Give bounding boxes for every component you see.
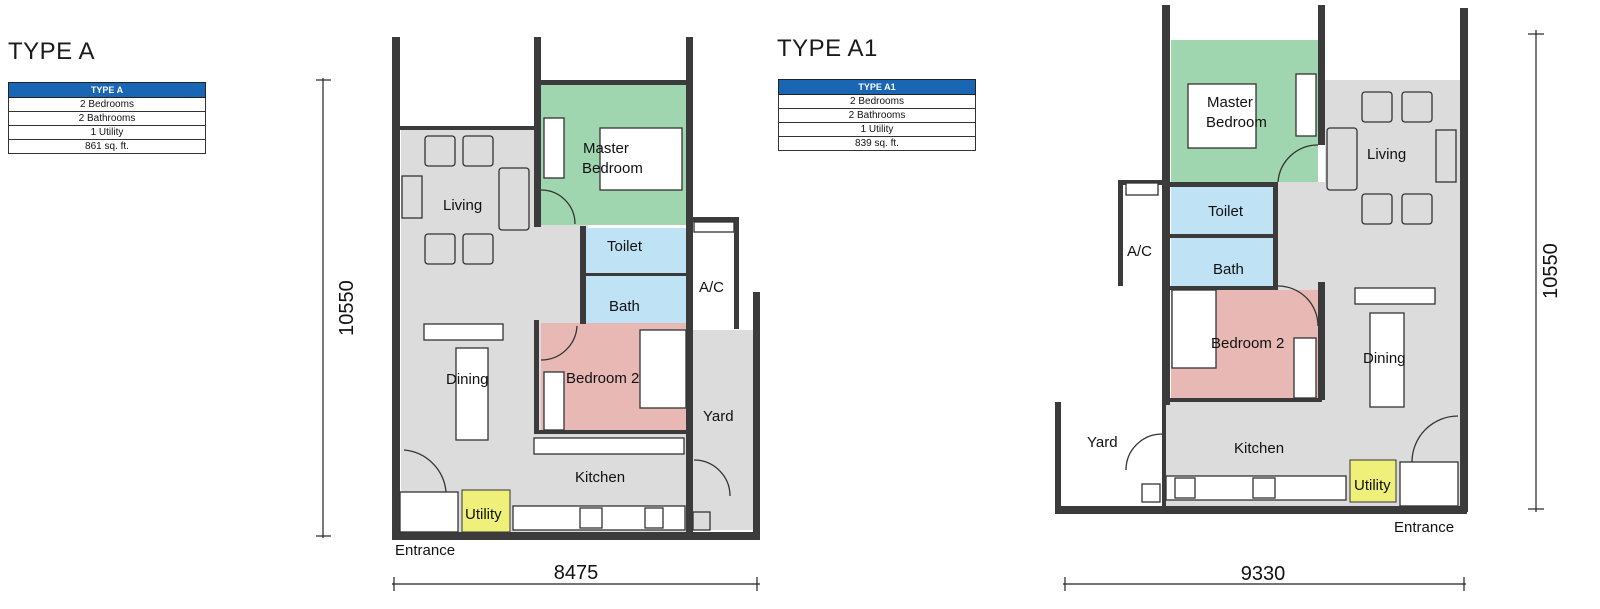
- a1-entrance-label: Entrance: [1394, 519, 1454, 536]
- master-label: Master: [583, 140, 629, 157]
- type-a-plan: Master Bedroom Living Toilet Bath A/C Di…: [316, 37, 760, 591]
- a1-yard-label: Yard: [1087, 434, 1118, 451]
- utility-area: [461, 489, 511, 533]
- type-a1-table-header: TYPE A1: [778, 79, 976, 95]
- a1-toilet-area: [1171, 186, 1275, 234]
- type-a-height-dimension: 10550: [336, 280, 358, 336]
- type-a1-dimension-lines: [1063, 30, 1544, 591]
- ac-label: A/C: [699, 279, 724, 296]
- type-a-furniture: [399, 117, 735, 533]
- type-a-spec-table: TYPE A 2 Bedrooms 2 Bathrooms 1 Utility …: [8, 82, 206, 154]
- type-a1-plan: Master Bedroom Living Toilet Bath A/C Di…: [1055, 5, 1562, 591]
- type-a-area: 861 sq. ft.: [8, 139, 206, 154]
- type-a-walls: [392, 37, 760, 540]
- corridor-floor: [536, 225, 588, 325]
- utility-label: Utility: [465, 506, 502, 523]
- a1-master-label: Master: [1207, 94, 1253, 111]
- type-a1-walls: [1055, 5, 1468, 514]
- a1-dining-label: Dining: [1363, 350, 1406, 367]
- type-a1-title: TYPE A1: [777, 35, 878, 62]
- type-a-width-dimension: 8475: [554, 562, 599, 584]
- type-a1-width-dimension: 9330: [1241, 563, 1286, 585]
- type-a-title: TYPE A: [8, 38, 96, 65]
- master-bedroom-label: Bedroom: [582, 160, 643, 177]
- bedroom-2-label: Bedroom 2: [566, 370, 639, 387]
- entrance-label: Entrance: [395, 542, 455, 559]
- a1-bedroom-2-label: Bedroom 2: [1211, 335, 1284, 352]
- yard-floor: [692, 330, 754, 530]
- a1-living-label: Living: [1367, 146, 1406, 163]
- dining-label: Dining: [446, 371, 489, 388]
- living-label: Living: [443, 197, 482, 214]
- bath-label: Bath: [609, 298, 640, 315]
- a1-kitchen-label: Kitchen: [1234, 440, 1284, 457]
- type-a1-spec-table: TYPE A1 2 Bedrooms 2 Bathrooms 1 Utility…: [778, 79, 976, 151]
- type-a1-height-dimension: 10550: [1540, 243, 1562, 299]
- a1-corridor-floor: [1276, 182, 1328, 292]
- a1-utility-label: Utility: [1354, 477, 1391, 494]
- toilet-area: [586, 228, 687, 275]
- type-a1-furniture: [1125, 73, 1459, 507]
- a1-master-bedroom-label: Bedroom: [1206, 114, 1267, 131]
- yard-label: Yard: [703, 408, 734, 425]
- type-a1-area: 839 sq. ft.: [778, 136, 976, 151]
- a1-toilet-label: Toilet: [1208, 203, 1244, 220]
- kitchen-label: Kitchen: [575, 469, 625, 486]
- a1-ac-label: A/C: [1127, 243, 1152, 260]
- type-a-dimension-lines: [316, 78, 760, 591]
- a1-bath-area: [1171, 238, 1275, 286]
- bath-area: [586, 276, 687, 323]
- a1-utility-area: [1349, 459, 1397, 503]
- a1-bath-label: Bath: [1213, 261, 1244, 278]
- toilet-label: Toilet: [607, 238, 643, 255]
